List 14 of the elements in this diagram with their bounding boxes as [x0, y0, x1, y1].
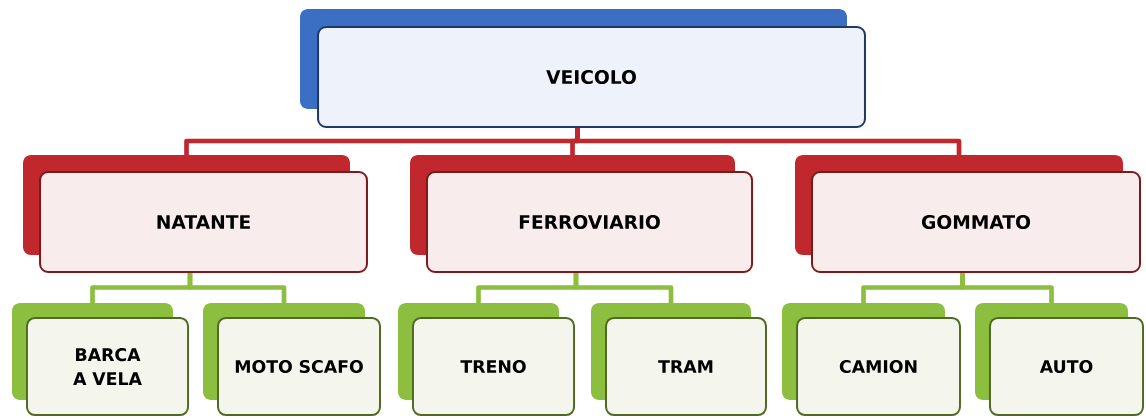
- connector-line: [960, 272, 1054, 303]
- connector-line: [575, 127, 962, 155]
- hierarchy-box: TRENO: [411, 316, 576, 417]
- hierarchy-box: FERROVIARIO: [425, 171, 754, 273]
- hierarchy-box: GOMMATO: [811, 171, 1141, 273]
- hierarchy-box: VEICOLO: [317, 26, 866, 128]
- hierarchy-box: MOTO SCAFO: [217, 316, 381, 417]
- hierarchy-box: NATANTE: [39, 171, 368, 273]
- hierarchy-box: CAMION: [796, 316, 961, 417]
- hierarchy-box: TRAM: [605, 316, 767, 417]
- connector-line: [573, 272, 674, 303]
- hierarchy-box: BARCA A VELA: [25, 316, 190, 417]
- connector-line: [187, 272, 287, 303]
- hierarchy-box: AUTO: [988, 316, 1145, 417]
